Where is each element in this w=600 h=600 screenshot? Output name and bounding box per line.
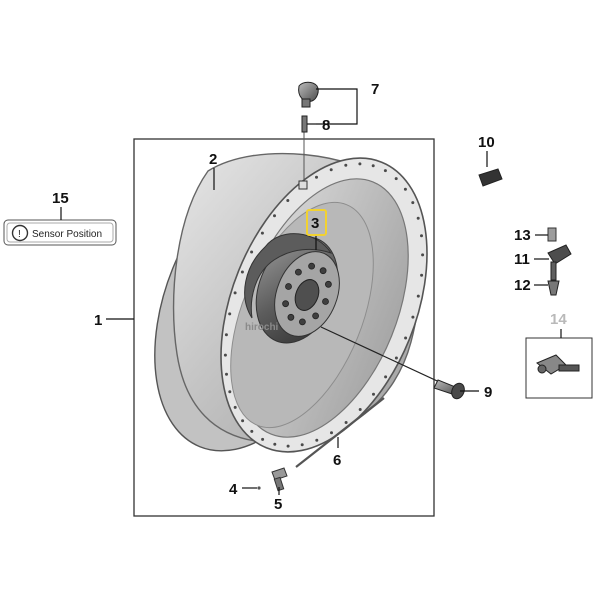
rim-spoke-hole <box>330 431 333 435</box>
hub-bolt-hole <box>287 313 295 321</box>
rim-spoke-hole <box>404 336 408 340</box>
hub-bolt-hole <box>319 267 327 275</box>
screw-part-5 <box>271 467 288 492</box>
warning-exclamation-icon: ! <box>18 229 21 240</box>
rim-spoke-hole <box>241 419 245 423</box>
watermark-hirochi: hirochi <box>245 322 279 333</box>
warning-tire-icon <box>11 224 29 242</box>
washer-part-4 <box>257 486 261 490</box>
callout-6: 6 <box>333 452 341 469</box>
rim-spoke-hole <box>260 231 264 235</box>
rim-spoke-hole <box>233 291 237 295</box>
wheel-hub <box>244 233 340 344</box>
hub-bolt-holes <box>282 262 332 326</box>
rim-spoke-hole <box>250 429 254 433</box>
hub-bolt-hole <box>282 300 290 308</box>
callout-5: 5 <box>274 496 282 513</box>
callout-7: 7 <box>371 81 379 98</box>
rim-spoke-hole <box>371 164 375 168</box>
rim-spoke-hole <box>315 438 319 442</box>
sensor-position-inner-border <box>6 222 114 243</box>
hub-bolt-hole <box>322 298 329 305</box>
rim-spoke-hole <box>421 253 425 257</box>
rim-spoke-hole <box>286 199 290 202</box>
rim-spoke-hole <box>315 175 318 179</box>
rim-spoke-hole <box>411 315 415 319</box>
callout-12: 12 <box>514 277 531 294</box>
callout-13: 13 <box>514 227 531 244</box>
sensor-rubber-part-10 <box>478 168 503 187</box>
callout-11: 11 <box>514 251 530 268</box>
hub-bolt-hole <box>324 280 332 288</box>
rim-spoke-hole <box>228 312 232 316</box>
hub-bolt-hole <box>294 268 302 276</box>
rim-spoke-hole <box>224 333 228 337</box>
callout-9: 9 <box>484 384 492 401</box>
rim-spoke-hole <box>411 201 415 205</box>
valve-cap-part-7 <box>298 81 319 108</box>
rim-spoke-hole <box>384 375 388 379</box>
rim-spoke-hole <box>358 162 362 166</box>
rim-spoke-hole <box>420 273 424 277</box>
callout-3: 3 <box>311 215 319 232</box>
rim-spoke-hole <box>261 437 265 441</box>
rim-spoke-hole <box>344 163 348 167</box>
hub-center <box>294 279 320 311</box>
rim-spoke-hole <box>240 270 244 274</box>
balance-wire-part-6 <box>295 397 385 468</box>
rim-spoke-hole <box>286 444 290 448</box>
sensor-kit-icon <box>536 354 580 375</box>
callout-1: 1 <box>94 312 102 329</box>
rim-spoke-hole <box>225 372 228 376</box>
rim-spoke-hole <box>420 234 423 238</box>
rim-spoke-hole <box>403 187 407 191</box>
rim-spoke-hole <box>273 442 277 446</box>
sensor-position-label: Sensor Position <box>32 229 102 240</box>
hub-bolt-hole <box>285 283 292 290</box>
callout-10: 10 <box>478 134 495 151</box>
rim-spoke-hole <box>273 214 276 218</box>
valve-core-part-8 <box>301 115 308 133</box>
valve-hole <box>298 180 308 190</box>
rim-spoke-hole <box>394 356 398 360</box>
axle-bolt-part-9 <box>433 379 465 400</box>
rim-spoke-hole <box>383 169 387 173</box>
callout-3-highlight-box <box>306 209 327 236</box>
callout-15: 15 <box>52 190 69 207</box>
hub-bolt-hole <box>298 318 306 326</box>
rim-spoke-hole <box>344 421 348 424</box>
rim-spoke-hole <box>329 168 333 172</box>
callout-2: 2 <box>209 151 217 168</box>
rim-spoke-hole <box>372 392 375 396</box>
tire-pressure-sensor-parts-11-13 <box>547 227 572 296</box>
rim-spoke-hole <box>416 216 420 220</box>
rim-spoke-hole <box>394 177 398 181</box>
hub-bolt-hole <box>312 312 320 320</box>
hub-ribbed-flange <box>244 233 333 319</box>
leader-7 <box>316 88 358 125</box>
callout-8: 8 <box>322 117 330 134</box>
callout-4: 4 <box>229 481 238 498</box>
rim-spoke-hole <box>250 250 254 254</box>
rim-spoke-hole <box>228 390 232 394</box>
main-parts-frame <box>133 138 435 517</box>
rim-spoke-hole <box>300 443 304 447</box>
rim-spoke-hole <box>416 294 420 298</box>
callout-14: 14 <box>550 311 567 328</box>
rim-spoke-hole <box>223 353 227 357</box>
rim-spoke-hole <box>358 408 362 411</box>
axle-center-line <box>320 326 449 387</box>
rim-spoke-hole <box>233 405 237 409</box>
hub-bolt-hole <box>308 262 316 270</box>
sensor-position-box <box>3 219 117 246</box>
